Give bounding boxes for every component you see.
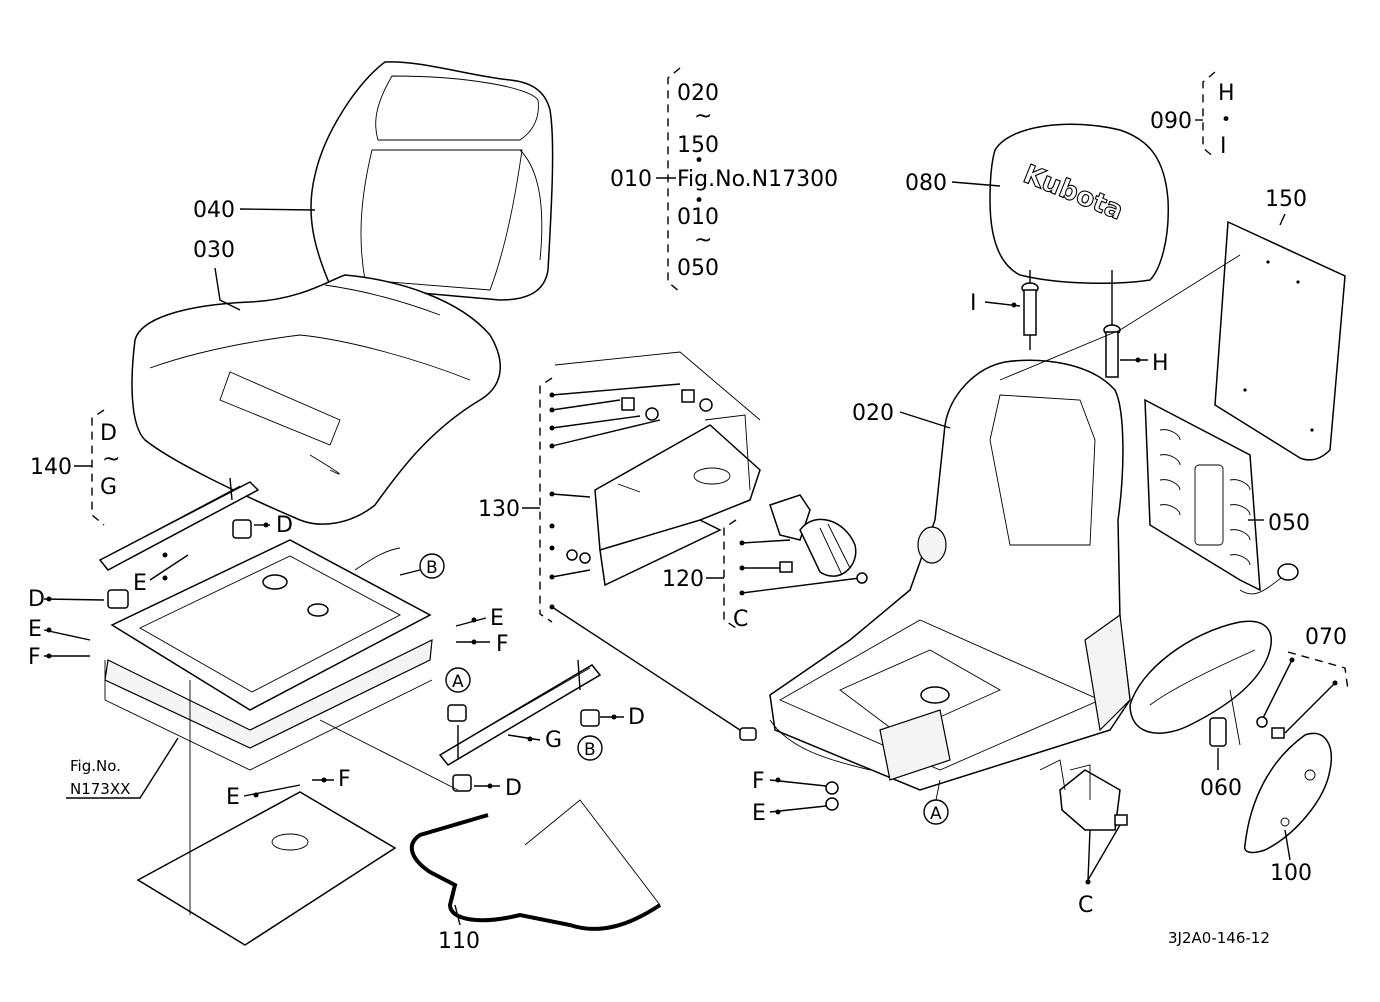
part-label-100: 100 [1270, 861, 1312, 886]
nut-F [825, 781, 839, 795]
recliner-hinge [1059, 764, 1128, 831]
suspension-base [104, 539, 433, 771]
callout-A-2: A [930, 804, 942, 824]
range-010-start: 020 [677, 81, 719, 106]
range-010-tilde-2: ~ [694, 228, 712, 253]
washer-E [825, 797, 839, 811]
side-cover-100 [1243, 732, 1332, 854]
seat-frame-020 [769, 359, 1131, 791]
damper-d-right [580, 709, 600, 727]
label-F-3: F [338, 767, 351, 792]
part-label-060: 060 [1200, 776, 1242, 801]
armrest-washer [1256, 716, 1268, 728]
label-D-3: D [628, 705, 645, 730]
part-label-140: 140 [30, 455, 72, 480]
part-label-110: 110 [438, 929, 480, 954]
range-140-from: D [100, 421, 117, 446]
part-label-030: 030 [193, 238, 235, 263]
lumbar-support-050 [1144, 398, 1299, 595]
range-010-tilde-1: ~ [694, 104, 712, 129]
part-label-120: 120 [662, 567, 704, 592]
part-label-090: 090 [1150, 109, 1192, 134]
part-label-070: 070 [1305, 625, 1347, 650]
range-010-dot-1: • [694, 151, 704, 171]
damper-d-bottom [452, 774, 472, 792]
range-010-dot-2: • [694, 191, 704, 211]
label-G: G [545, 728, 562, 753]
callout-A-1: A [452, 672, 464, 692]
damper-d-center [447, 704, 467, 722]
label-E-5: E [752, 801, 766, 826]
mount-plate [136, 680, 397, 946]
part-label-150: 150 [1265, 187, 1307, 212]
drawing-id: 3J2A0-146-12 [1168, 929, 1270, 947]
fig-ref-line1: Fig.No. [70, 757, 121, 775]
label-E-3: E [490, 606, 504, 631]
knob-screw [779, 561, 793, 573]
label-D-1: D [28, 587, 45, 612]
part-label-020: 020 [852, 401, 894, 426]
label-D-2: D [276, 513, 293, 538]
label-C-2: C [1078, 893, 1093, 918]
range-010-end-b: 050 [677, 256, 719, 281]
callout-B-2: B [584, 740, 596, 760]
headrest-080: Kubota [989, 123, 1170, 350]
adjust-rod-110 [409, 813, 662, 931]
headrest-guide-I [1021, 282, 1039, 336]
back-panel-150 [1214, 220, 1346, 461]
side-bracket-130 [594, 414, 761, 587]
label-I: I [970, 291, 977, 316]
part-label-010: 010 [610, 167, 652, 192]
label-E-2: E [28, 617, 42, 642]
callout-B-1: B [426, 558, 438, 578]
label-F-1: F [28, 645, 41, 670]
part-label-040: 040 [193, 198, 235, 223]
label-F-2: F [496, 632, 509, 657]
label-C-1: C [733, 607, 748, 632]
range-090-from: H [1218, 81, 1235, 106]
part-label-130: 130 [478, 497, 520, 522]
label-F-4: F [752, 769, 765, 794]
slide-rail-right [438, 659, 602, 766]
armrest-070 [1129, 620, 1272, 746]
label-E-1: E [133, 571, 147, 596]
range-090-to: I [1220, 134, 1227, 159]
damper-d-left [107, 519, 252, 609]
knob-washer [856, 572, 868, 584]
ref-figure-010: Fig.No.N17300 [677, 167, 838, 192]
headrest-guide-H [1103, 324, 1121, 378]
armrest-bolt [1271, 727, 1285, 739]
fig-ref-line2: N173XX [70, 780, 130, 798]
part-label-080: 080 [905, 171, 947, 196]
seat-cushion-030 [131, 274, 501, 525]
label-E-4: E [226, 785, 240, 810]
part-label-050: 050 [1268, 511, 1310, 536]
range-090-dot: • [1221, 110, 1231, 130]
slide-rail-left [98, 477, 260, 571]
range-140-to: G [100, 475, 117, 500]
range-010-start-b: 010 [677, 205, 719, 230]
label-D-4: D [505, 776, 522, 801]
range-010-end-a: 150 [677, 133, 719, 158]
range-140-tilde: ~ [102, 447, 120, 472]
armrest-bracket-060 [1209, 717, 1227, 747]
label-H: H [1152, 351, 1169, 376]
backrest-cushion-040 [310, 61, 554, 301]
bracket-fasteners [549, 383, 757, 741]
lumbar-knob-120 [769, 494, 857, 577]
